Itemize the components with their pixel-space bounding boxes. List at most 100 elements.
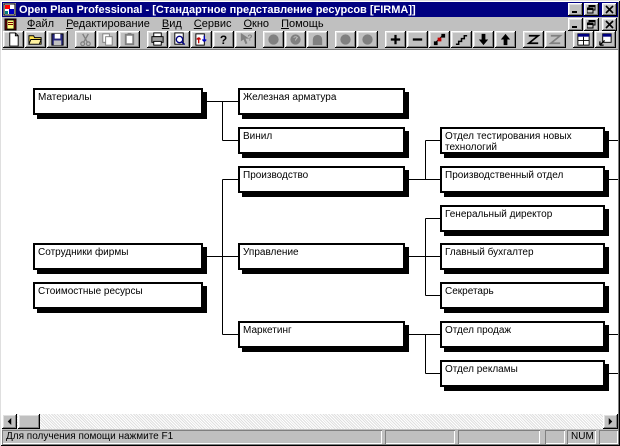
scroll-right-button[interactable]	[603, 414, 618, 429]
close-icon	[605, 5, 614, 14]
open-folder-button[interactable]	[25, 31, 46, 48]
node-proizv-otdel[interactable]: Производственный отдел	[440, 166, 605, 193]
copy-icon	[102, 33, 113, 46]
paste-icon	[124, 32, 135, 46]
svg-text:?: ?	[247, 32, 252, 42]
new-document-button[interactable]	[3, 31, 24, 48]
context-help-icon: ?	[240, 32, 253, 45]
save-button[interactable]	[47, 31, 68, 48]
node-upravlenie[interactable]: Управление	[238, 243, 405, 270]
num-lock-indicator: NUM	[567, 430, 596, 444]
help-icon: ?	[219, 32, 228, 47]
steps-button[interactable]	[451, 31, 472, 48]
close-icon	[605, 19, 614, 29]
help-button[interactable]: ?	[213, 31, 234, 48]
new-document-icon	[9, 32, 19, 47]
menu-window[interactable]: Окно	[243, 18, 270, 30]
zigzag-button[interactable]	[523, 31, 544, 48]
app-icon[interactable]	[3, 3, 16, 16]
zigzag-alt-icon	[548, 34, 563, 45]
menu-view[interactable]: Вид	[161, 18, 182, 30]
move-up-button[interactable]	[495, 31, 516, 48]
child-restore-button[interactable]	[584, 17, 599, 31]
arrow-down-icon	[478, 33, 489, 46]
steps-icon	[455, 35, 468, 45]
node-otdel-prodazh[interactable]: Отдел продаж	[440, 321, 605, 348]
node-zheleznaya[interactable]: Железная арматура	[238, 88, 405, 115]
window-title: Open Plan Professional - [Стандартное пр…	[19, 3, 416, 16]
circle-view-1-button	[263, 31, 284, 48]
cut-button	[75, 31, 96, 48]
scroll-left-button[interactable]	[2, 414, 17, 429]
window-new-icon	[599, 33, 612, 46]
circle-view-3-icon	[340, 34, 351, 45]
window-new-button[interactable]	[595, 31, 616, 48]
node-proizvodstvo[interactable]: Производство	[238, 166, 405, 193]
minimize-button[interactable]	[568, 3, 583, 16]
node-gen-direktor[interactable]: Генеральный директор	[440, 205, 605, 232]
node-sotrudniki[interactable]: Сотрудники фирмы	[33, 243, 203, 270]
move-down-button[interactable]	[473, 31, 494, 48]
arch-view-icon	[312, 34, 323, 46]
circle-view-4-button	[357, 31, 378, 48]
red-blue-arrows-button[interactable]	[191, 31, 212, 48]
menu-bar: Файл Редактирование Вид Сервис Окно Помо…	[2, 17, 618, 31]
circle-view-4-icon	[362, 34, 373, 45]
circle-view-1-icon	[268, 34, 279, 45]
plus-icon	[390, 34, 401, 45]
minimize-icon	[572, 11, 577, 13]
circle-view-2-button	[285, 31, 306, 48]
expand-plus-button[interactable]	[385, 31, 406, 48]
node-vinil[interactable]: Винил	[238, 127, 405, 154]
menu-help[interactable]: Помощь	[281, 18, 324, 30]
title-bar: Open Plan Professional - [Стандартное пр…	[2, 2, 618, 17]
node-sekretar[interactable]: Секретарь	[440, 282, 605, 309]
status-panel-2	[385, 430, 455, 444]
restore-icon	[587, 19, 596, 28]
node-stoimostnye[interactable]: Стоимостные ресурсы	[33, 282, 203, 309]
print-preview-button[interactable]	[169, 31, 190, 48]
collapse-minus-button[interactable]	[407, 31, 428, 48]
open-folder-icon	[28, 35, 42, 45]
node-marketing[interactable]: Маркетинг	[238, 321, 405, 348]
restore-button[interactable]	[584, 3, 599, 16]
node-materialy[interactable]: Материалы	[33, 88, 203, 115]
horizontal-scrollbar[interactable]	[2, 414, 618, 429]
node-otdel-reklamy[interactable]: Отдел рекламы	[440, 360, 605, 387]
restore-icon	[587, 5, 596, 14]
print-icon	[151, 32, 164, 46]
arch-view-button	[307, 31, 328, 48]
close-button[interactable]	[602, 3, 617, 16]
scrollbar-thumb[interactable]	[18, 414, 40, 429]
menu-file[interactable]: Файл	[27, 18, 55, 30]
toolbar: ? ?	[2, 31, 618, 50]
link-nodes-button[interactable]	[429, 31, 450, 48]
window-split-button[interactable]	[573, 31, 594, 48]
red-blue-arrows-icon	[195, 33, 207, 46]
menu-edit[interactable]: Редактирование	[66, 18, 150, 30]
status-panel-3	[458, 430, 540, 444]
minus-icon	[412, 38, 423, 41]
node-otdel-testirovaniya[interactable]: Отдел тестирования новых технологий	[440, 127, 605, 154]
window-split-icon	[577, 33, 590, 46]
node-glav-buhgalter[interactable]: Главный бухгалтер	[440, 243, 605, 270]
child-close-button[interactable]	[602, 17, 617, 31]
arrow-up-icon	[500, 33, 511, 46]
link-nodes-icon	[433, 33, 446, 46]
circle-view-2-icon	[290, 34, 301, 45]
circle-view-3-button	[335, 31, 356, 48]
print-button[interactable]	[147, 31, 168, 48]
zigzag-icon	[526, 34, 541, 45]
menu-service[interactable]: Сервис	[193, 18, 232, 30]
status-message: Для получения помощи нажмите F1	[2, 430, 382, 444]
status-bar: Для получения помощи нажмите F1 NUM	[2, 430, 618, 444]
org-chart-canvas[interactable]: Материалы Сотрудники фирмы Стоимостные р…	[2, 50, 618, 414]
document-system-icon[interactable]	[4, 18, 17, 31]
copy-button	[97, 31, 118, 48]
status-panel-4	[545, 430, 565, 444]
print-preview-icon	[174, 32, 186, 46]
zigzag-alt-button	[545, 31, 566, 48]
minimize-icon	[572, 25, 577, 28]
child-minimize-button[interactable]	[568, 17, 583, 31]
